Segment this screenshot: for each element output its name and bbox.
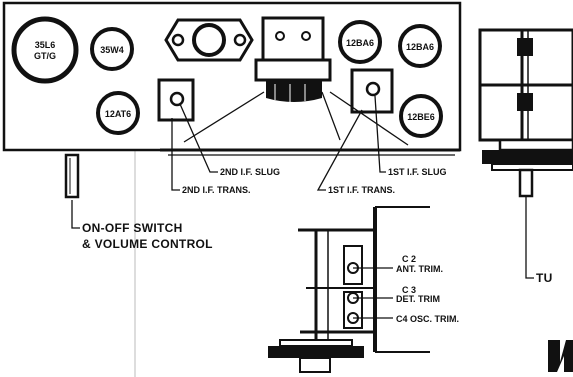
tube-12at6-label: 12AT6 [105, 109, 131, 119]
callout-2nd-if-trans: 2ND I.F. TRANS. [182, 185, 251, 195]
volume-control-shaft [64, 153, 80, 199]
filter-capacitor [164, 18, 254, 62]
trimmer-assembly [268, 206, 430, 373]
tube-35w4: 35W4 [90, 27, 134, 71]
callout-2nd-if-slug: 2ND I.F. SLUG [220, 167, 280, 177]
callout-1st-if-trans: 1ST I.F. TRANS. [328, 185, 395, 195]
callout-tuning-partial: TU [536, 271, 553, 285]
tube-35l6-label-1: 35L6 [35, 40, 56, 50]
tube-12ba6-right: 12BA6 [398, 24, 442, 68]
callout-c3: C 3 [402, 285, 416, 295]
tube-12ba6-left: 12BA6 [338, 20, 382, 64]
callout-ant-trim: ANT. TRIM. [396, 264, 443, 274]
callout-det-trim: DET. TRIM [396, 294, 440, 304]
output-transformer [254, 16, 332, 102]
tube-35l6-label-2: GT/G [34, 51, 56, 61]
tube-12ba6-left-label: 12BA6 [346, 38, 374, 48]
tube-12ba6-right-label: 12BA6 [406, 42, 434, 52]
callout-c4-osc-trim: C4 OSC. TRIM. [396, 314, 459, 324]
tube-12be6-label: 12BE6 [407, 112, 435, 122]
tube-12at6: 12AT6 [96, 91, 140, 135]
tuning-capacitor-assembly [478, 28, 573, 279]
tube-35l6: 35L6 GT/G [11, 16, 79, 84]
callout-c2: C 2 [402, 254, 416, 264]
second-if-transformer [157, 78, 195, 122]
callout-1st-if-slug: 1ST I.F. SLUG [388, 167, 447, 177]
callout-on-off-switch: ON-OFF SWITCH [82, 221, 183, 235]
tube-35w4-label: 35W4 [100, 45, 124, 55]
callout-volume-control: & VOLUME CONTROL [82, 237, 213, 251]
first-if-transformer [350, 68, 394, 114]
tube-12be6: 12BE6 [399, 94, 443, 138]
leader-lines [71, 91, 409, 229]
partial-letter-block [548, 340, 573, 372]
